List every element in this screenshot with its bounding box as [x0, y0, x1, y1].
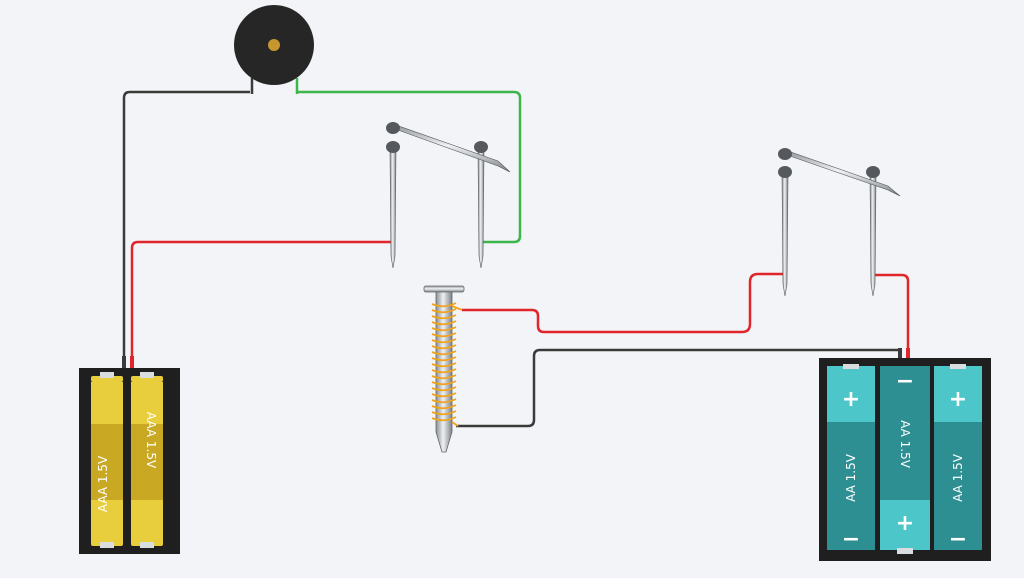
aa-cell-1-top-sign: +: [842, 387, 860, 412]
aaa-cell-2: AAA 1.5V: [131, 372, 163, 548]
aaa-cell-2-label: AAA 1.5V: [144, 412, 158, 469]
coil-turn: [431, 308, 457, 314]
aa-cell-3-bottom-sign: −: [949, 527, 967, 552]
wires: [122, 90, 910, 428]
coil-turn: [431, 344, 457, 350]
aa-cell-2-bottom-sign: +: [896, 511, 914, 536]
coil-windings: [431, 302, 463, 427]
nail-switch-2[interactable]: [778, 148, 901, 297]
coil-turn: [431, 404, 457, 410]
switch1-lever-nail[interactable]: [386, 122, 511, 173]
wire-left-battery-to-switch1[interactable]: [130, 240, 392, 362]
aa-cell-1: + − AA 1.5V: [827, 364, 875, 552]
aa-cell-3: + − AA 1.5V: [934, 364, 982, 552]
coil-lead-top: [451, 305, 463, 311]
switch1-nail-right: [474, 141, 488, 269]
piezo-buzzer[interactable]: [234, 5, 314, 96]
aaa-cell-1: AAA 1.5V: [91, 372, 123, 548]
coil-turn: [431, 374, 457, 380]
nail-switch-1[interactable]: [386, 122, 511, 269]
wire-buzzer-to-switch1[interactable]: [298, 90, 522, 244]
wire-buzzer-to-left-battery[interactable]: [122, 90, 250, 362]
coil-turn: [431, 380, 457, 386]
electromagnet[interactable]: [423, 285, 465, 453]
battery-pack-aa[interactable]: + − AA 1.5V − + AA 1.5V + − AA 1.5V: [819, 348, 991, 561]
aa-cell-2: − + AA 1.5V: [880, 366, 930, 554]
coil-turn: [431, 314, 457, 320]
coil-lead-bottom: [451, 421, 459, 427]
battery-pack-aaa[interactable]: AAA 1.5V AAA 1.5V: [79, 356, 180, 554]
aa-cell-2-label: AA 1.5V: [898, 420, 912, 469]
aa-cell-3-label: AA 1.5V: [951, 453, 965, 502]
coil-turn: [431, 350, 457, 356]
switch2-lever-nail[interactable]: [778, 148, 901, 197]
wire-coil-to-switch2[interactable]: [462, 272, 786, 334]
switch1-nail-left: [386, 141, 400, 269]
buzzer-center-dot: [268, 39, 280, 51]
switch2-nail-right: [866, 166, 880, 297]
coil-turn: [431, 332, 457, 338]
aa-cell-3-top-sign: +: [949, 387, 967, 412]
aaa-cell-1-label: AAA 1.5V: [96, 455, 110, 512]
aa-cell-2-top-sign: −: [896, 369, 914, 394]
coil-turn: [431, 338, 457, 344]
coil-turn: [431, 362, 457, 368]
nail-coil-icon: [423, 285, 465, 453]
coil-turn: [431, 416, 457, 422]
wire-right-battery-to-coil[interactable]: [456, 348, 902, 428]
coil-turn: [431, 326, 457, 332]
coil-turn: [431, 386, 457, 392]
coil-turn: [431, 368, 457, 374]
wire-switch2-to-right-battery[interactable]: [874, 273, 910, 354]
aa-cell-1-label: AA 1.5V: [844, 453, 858, 502]
coil-turn: [431, 410, 457, 416]
switch2-nail-left: [778, 166, 792, 297]
coil-turn: [431, 392, 457, 398]
coil-turn: [431, 302, 457, 308]
coil-turn: [431, 320, 457, 326]
coil-turn: [431, 356, 457, 362]
aa-cell-1-bottom-sign: −: [842, 527, 860, 552]
coil-turn: [431, 398, 457, 404]
